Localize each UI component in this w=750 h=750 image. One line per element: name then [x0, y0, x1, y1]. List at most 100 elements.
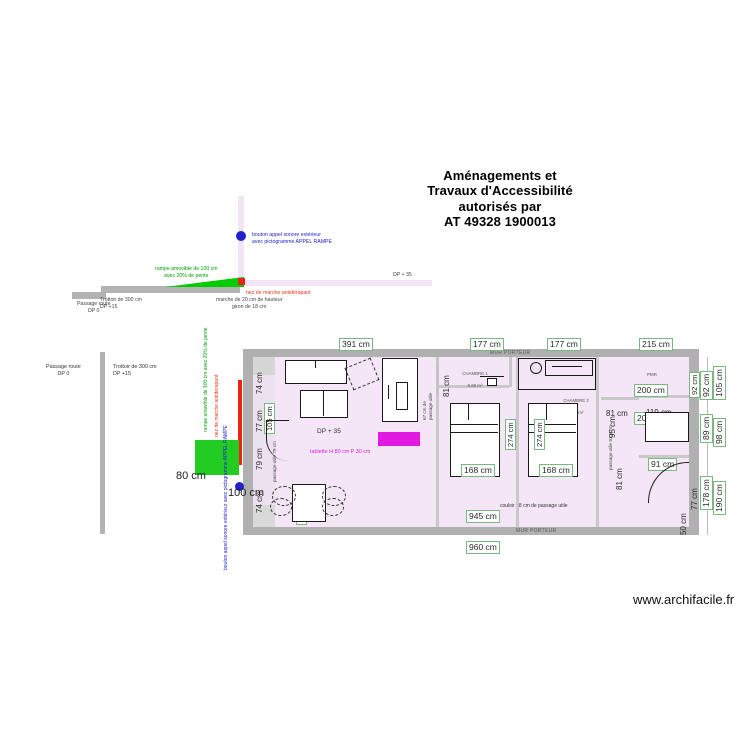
bed-1-pillow [450, 424, 498, 425]
title-block: Aménagements et Travaux d'Accessibilité … [385, 168, 615, 229]
kitchen-stove [396, 382, 408, 410]
wall-top-bearing [243, 349, 699, 357]
dim-bottom-960: 960 cm [466, 541, 500, 554]
room-name: CHAMBRE 2 [563, 398, 589, 404]
section-level-dp35: DP + 35 [393, 272, 412, 278]
entry-block-bottom [253, 505, 275, 527]
bed-2-pillow [528, 424, 576, 425]
section-nosing-label: nez de marche antidérapant [246, 290, 311, 296]
title-line-4: AT 49328 1900013 [444, 213, 556, 229]
dim-right-inner-89: 89 cm [700, 413, 713, 443]
section-kerb-riser [101, 286, 106, 299]
partition-right-a [601, 397, 639, 400]
wall-bottom-label: MUR PORTEUR [516, 528, 557, 534]
section-step-nosing [238, 278, 245, 285]
plan-removable-ramp [195, 440, 239, 475]
dim-bed2-274: 274 cm [534, 419, 546, 450]
upper-unit [518, 358, 596, 390]
sofa-split [315, 360, 316, 368]
partition-2 [509, 357, 512, 387]
room-area: 8.69 m² [467, 383, 483, 389]
section-sidewalk-slab [104, 286, 240, 293]
title-line-1: Aménagements et [443, 168, 557, 183]
partition-4 [596, 357, 599, 527]
passage-67-note: 67 cm de passage utile [422, 392, 433, 420]
entry-block-top [253, 357, 275, 375]
bed-1-pillow-2 [450, 432, 498, 433]
plan-call-button-icon[interactable] [235, 482, 244, 491]
dim-top-1: 391 cm [339, 338, 373, 351]
dim-line-bed1 [437, 362, 438, 396]
wall-right [689, 349, 699, 535]
room-label-chambre1: CHAMBRE 1 8.69 m² [455, 365, 495, 390]
kitchen-sink-line [388, 385, 389, 399]
corridor-note: couloir 88 cm de passage utile [500, 503, 568, 509]
plan-road-note: Passage route DP 0 [46, 364, 81, 378]
dim-right-inner-77: 77 cm [690, 488, 699, 510]
dim-ramp-width: 80 cm [176, 470, 206, 482]
partition-3 [516, 357, 519, 527]
dim-ramp-length: 100 cm [228, 487, 265, 499]
bed-2-pillow-2 [528, 432, 576, 433]
dim-right-81-b: 81 cm [615, 468, 624, 490]
wc-dashed-2 [270, 498, 292, 516]
section-road-slab [72, 292, 104, 299]
section-call-button-label: bouton appel sonore extérieur avec picto… [252, 232, 332, 246]
street-edge-line [100, 352, 105, 534]
bed-1-corner [450, 403, 469, 420]
dim-right-inner-178: 178 cm [700, 476, 713, 510]
plan-nosing-label: nez de marche antidérapant [214, 374, 220, 437]
section-pink-wall [238, 196, 244, 286]
dim-entry-79: 79 cm [255, 448, 264, 470]
call-button-icon[interactable] [236, 231, 246, 241]
sink-dashed-2 [322, 498, 344, 516]
dim-entry-77: 77 cm [255, 410, 264, 432]
coffee-table-split [323, 390, 324, 416]
dim-bed1-81: 81 cm [442, 375, 451, 397]
plan-ramp-label: rampe amovible de 100 cm avec 20% de pen… [203, 327, 209, 432]
tablette-label: tablette H 80 cm P 30 cm [310, 449, 371, 455]
upper-unit-inner [545, 360, 593, 376]
dim-top-4: 215 cm [639, 338, 673, 351]
wall-bottom-bearing [243, 527, 699, 535]
partition-1 [436, 357, 439, 527]
dim-top-2: 177 cm [470, 338, 504, 351]
section-road-label: Passage route DP 0 [77, 301, 111, 315]
dim-bed2-168: 168 cm [539, 464, 573, 477]
dim-right-81: 81 cm [606, 409, 628, 418]
dim-line-right [707, 357, 708, 535]
footer-url: www.archifacile.fr [633, 592, 735, 607]
dim-bed1-274: 274 cm [505, 419, 517, 450]
partition-6 [639, 455, 689, 458]
room-name: CHAMBRE 1 [462, 371, 488, 377]
door-swing-entry [266, 420, 289, 461]
passage-815-note: passage utile 81,5 cm [608, 425, 613, 470]
coffee-table [300, 390, 348, 418]
pmr-fixture [645, 412, 689, 442]
dim-entry-74-top: 74 cm [255, 372, 264, 394]
wall-left [243, 349, 253, 535]
bath-sink [487, 378, 497, 386]
plan-sidewalk-note: Trottoir de 300 cm DP +15 [113, 364, 157, 378]
wall-top-label: MUR PORTEUR [490, 350, 531, 356]
dim-right-outer-98: 98 cm [713, 417, 726, 447]
dim-bottom-945: 945 cm [466, 510, 500, 523]
bath-counter [480, 376, 504, 377]
plan-step-nosing [238, 380, 242, 465]
tablette-shelf [378, 432, 420, 446]
bed-2-corner [528, 403, 547, 420]
plan-level-dp35: DP + 35 [317, 428, 341, 435]
dim-right-outer-190: 190 cm [713, 481, 726, 515]
dim-right-92: 92 cm [689, 371, 701, 398]
partition-7 [439, 385, 509, 388]
dim-right-outer-105: 105 cm [713, 366, 726, 400]
sofa-top [285, 360, 347, 384]
dim-right-inner-50: 50 cm [679, 513, 688, 535]
room-name: PMR [647, 372, 657, 378]
dim-entry-74-bottom: 74 cm [255, 491, 264, 513]
title-line-2: Travaux d'Accessibilité [427, 183, 573, 199]
dim-right-200-a: 200 cm [634, 384, 668, 397]
title-line-3: autorisés par [458, 198, 542, 214]
section-ramp-label: rampe amovible de 100 cm avec 20% de pen… [155, 266, 218, 280]
section-removable-ramp [165, 277, 244, 287]
